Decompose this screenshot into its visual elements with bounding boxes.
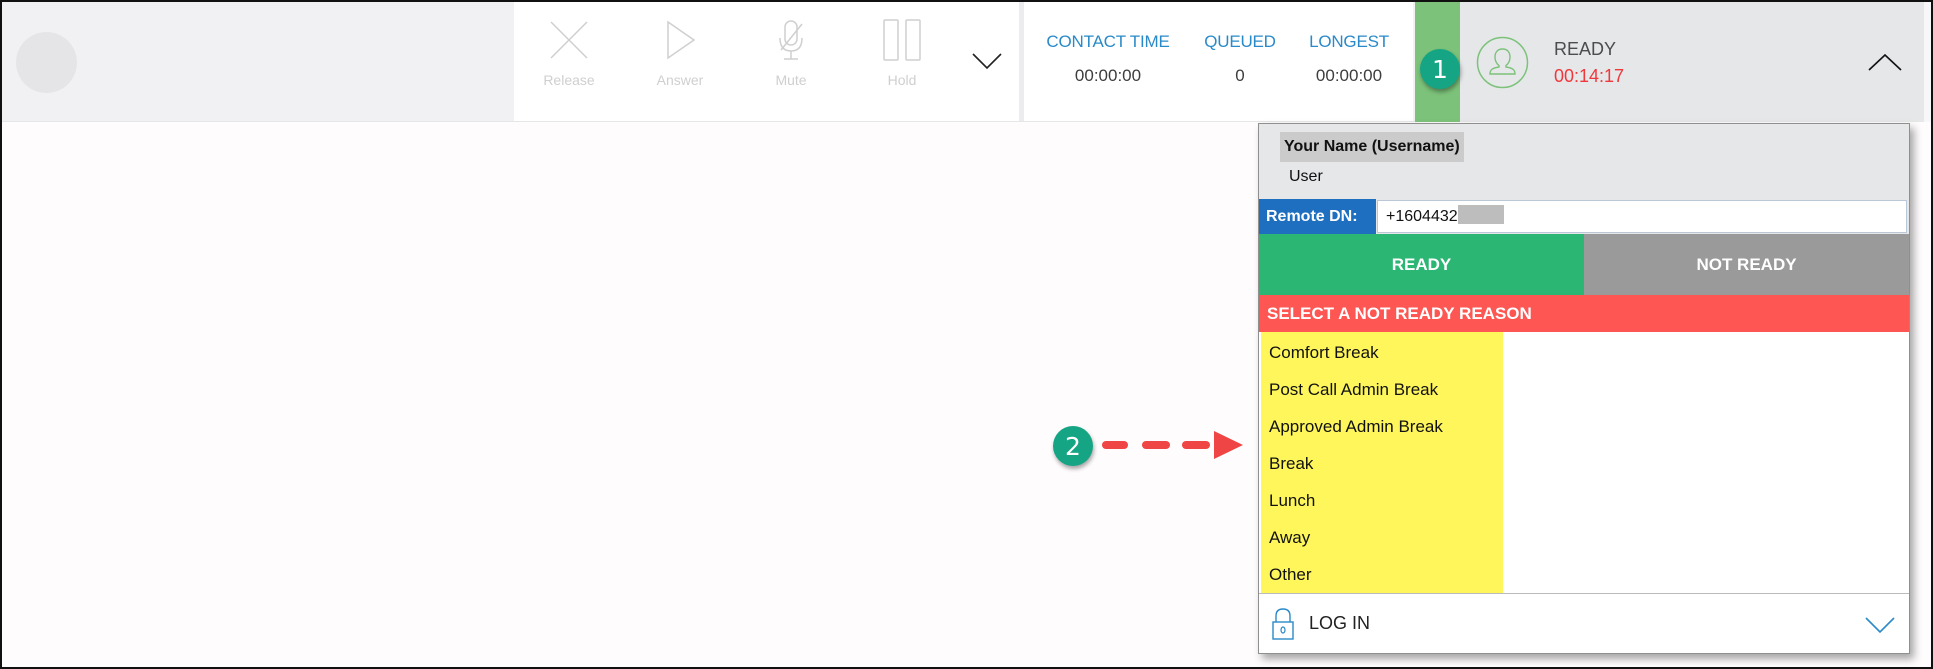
not-ready-button[interactable]: NOT READY xyxy=(1584,234,1909,295)
remote-dn-input[interactable]: +1604432 xyxy=(1377,200,1907,233)
reason-break[interactable]: Break xyxy=(1269,454,1314,473)
remote-dn-label: Remote DN: xyxy=(1259,199,1376,234)
answer-label: Answer xyxy=(656,72,704,88)
x-icon xyxy=(550,21,588,59)
agent-state: READY xyxy=(1554,39,1617,59)
reason-other[interactable]: Other xyxy=(1269,565,1312,584)
stat-longest: LONGEST 00:00:00 xyxy=(1307,32,1391,86)
stat-label: QUEUED xyxy=(1204,32,1276,51)
chevron-up-icon[interactable] xyxy=(1867,52,1903,72)
user-icon xyxy=(1476,36,1529,89)
user-info: Your Name (Username) User xyxy=(1259,124,1909,199)
reason-away[interactable]: Away xyxy=(1269,528,1311,547)
agent-state-timer: 00:14:17 xyxy=(1554,66,1625,86)
reason-post-call-admin-break[interactable]: Post Call Admin Break xyxy=(1269,380,1439,399)
chevron-down-icon[interactable] xyxy=(1864,616,1896,634)
stat-queued: QUEUED 0 xyxy=(1199,32,1281,86)
annotation-arrow-icon xyxy=(1102,431,1243,459)
release-button[interactable]: Release xyxy=(524,18,614,98)
highlight xyxy=(1261,332,1503,593)
remote-dn-value: +1604432 xyxy=(1386,208,1458,225)
ready-button[interactable]: READY xyxy=(1259,234,1584,295)
answer-button[interactable]: Answer xyxy=(635,18,725,98)
annotation-badge-2: 2 xyxy=(1053,426,1093,466)
mute-button[interactable]: Mute xyxy=(746,18,836,98)
not-ready-reason-header: SELECT A NOT READY REASON xyxy=(1259,295,1909,332)
hold-button[interactable]: Hold xyxy=(857,18,947,98)
not-ready-reason-list: Comfort Break Post Call Admin Break Appr… xyxy=(1259,332,1909,594)
user-name: Your Name (Username) xyxy=(1280,132,1464,162)
pause-icon xyxy=(883,19,921,61)
mic-muted-icon xyxy=(779,20,803,60)
login-button[interactable]: LOG IN xyxy=(1259,594,1909,653)
release-label: Release xyxy=(543,72,595,88)
agent-state-dropdown: Your Name (Username) User Remote DN: +16… xyxy=(1258,123,1910,654)
user-role: User xyxy=(1289,168,1323,185)
hold-label: Hold xyxy=(887,72,917,88)
login-label: LOG IN xyxy=(1309,613,1371,633)
reason-approved-admin-break[interactable]: Approved Admin Break xyxy=(1269,417,1443,436)
stat-label: CONTACT TIME xyxy=(1046,32,1170,51)
avatar xyxy=(16,32,77,93)
reason-comfort-break[interactable]: Comfort Break xyxy=(1269,343,1379,362)
reason-lunch[interactable]: Lunch xyxy=(1269,491,1316,510)
stat-contact-time: CONTACT TIME 00:00:00 xyxy=(1046,32,1170,86)
left-panel xyxy=(2,2,512,121)
stat-value: 00:00:00 xyxy=(1074,66,1142,85)
stat-value: 0 xyxy=(1235,66,1245,85)
divider xyxy=(1019,2,1024,121)
play-icon xyxy=(667,20,696,60)
chevron-down-icon[interactable] xyxy=(959,48,1015,76)
call-controls-toolbar: Release Answer Mute Hold xyxy=(514,2,1019,121)
annotation-badge-1: 1 xyxy=(1420,49,1460,89)
mute-label: Mute xyxy=(775,72,807,88)
agent-status-toggle[interactable] xyxy=(1460,2,1924,122)
edge-strip xyxy=(1924,2,1931,122)
contact-stats: CONTACT TIME 00:00:00 QUEUED 0 LONGEST 0… xyxy=(1024,2,1413,121)
stat-value: 00:00:00 xyxy=(1315,66,1383,85)
remote-dn-row: Remote DN: +1604432 xyxy=(1259,199,1909,234)
stat-label: LONGEST xyxy=(1309,32,1389,51)
lock-icon xyxy=(1272,608,1294,640)
redacted-digits xyxy=(1457,205,1504,224)
